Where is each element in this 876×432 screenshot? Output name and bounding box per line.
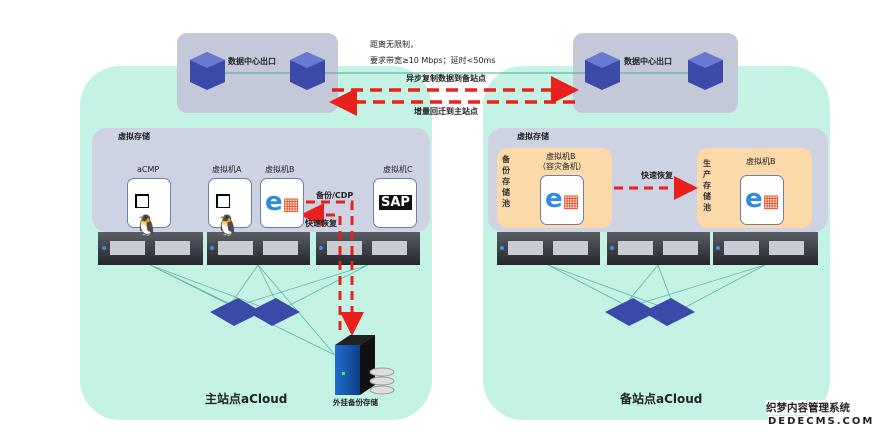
replicate-label: 异步复制数据到备站点 (406, 74, 486, 83)
watermark-line1: 织梦内容管理系统 (766, 400, 850, 415)
vm-label: 虚拟机C (383, 165, 413, 174)
network-switch-icon (210, 298, 300, 326)
windows-edge-icon: e▦ (265, 187, 300, 217)
prod-pool-label: 生产存储池 (703, 159, 711, 212)
windows-edge-icon: e▦ (745, 184, 780, 214)
link-note-1: 距离无限制， (370, 40, 418, 49)
vm-label: aCMP (137, 165, 160, 174)
linux-icon: ⧠🐧 (215, 189, 240, 237)
vm-backup-label-2: （容灾备机） (538, 162, 586, 171)
vm-c-sap-icon[interactable]: SAP (373, 178, 417, 228)
exit-label: 数据中心出口 (228, 57, 276, 66)
switch-icon (585, 52, 620, 90)
standby-storage-title: 虚拟存储 (517, 132, 549, 141)
primary-storage-title: 虚拟存储 (118, 132, 150, 141)
switch-icon (190, 52, 225, 90)
server-rack (607, 232, 710, 265)
server-rack (497, 232, 600, 265)
vm-label: 虚拟机B (265, 165, 295, 174)
standby-site-title: 备站点aCloud (620, 392, 703, 406)
switch-icon (290, 52, 325, 90)
switch-icon (688, 52, 723, 90)
standby-restore-label: 快速恢复 (641, 171, 673, 180)
server-rack (713, 232, 818, 265)
backup-cdp-path (300, 200, 364, 336)
vm-label: 虚拟机A (212, 165, 242, 174)
watermark-line2: DEDECMS.COM (768, 416, 875, 427)
vm-b-prod-windows-icon[interactable]: e▦ (740, 175, 784, 225)
return-label: 增量回迁到主站点 (414, 107, 478, 116)
vm-b-windows-icon[interactable]: e▦ (260, 178, 304, 228)
primary-site-title: 主站点aCloud (205, 392, 288, 406)
vm-acmp-linux-icon[interactable]: ⧠🐧 (127, 178, 171, 237)
external-storage-label: 外挂备份存储 (333, 398, 378, 407)
vm-b-backup-windows-icon[interactable]: e▦ (540, 175, 584, 225)
external-storage-icon (335, 335, 395, 395)
restore-label: 快速恢复 (305, 219, 337, 228)
sap-icon: SAP (379, 195, 412, 210)
server-rack (316, 232, 420, 265)
vm-a-linux-icon[interactable]: ⧠🐧 (208, 178, 252, 237)
linux-icon: ⧠🐧 (134, 189, 159, 237)
exit-label: 数据中心出口 (624, 57, 672, 66)
backup-pool-label: 备份存储池 (502, 155, 510, 208)
windows-edge-icon: e▦ (545, 184, 580, 214)
backup-cdp-label: 备份/CDP (316, 191, 354, 200)
vm-prod-label: 虚拟机B (746, 157, 776, 166)
vm-backup-label-1: 虚拟机B (546, 152, 576, 161)
server-rack (207, 232, 310, 265)
network-switch-icon (605, 298, 695, 326)
server-rack (98, 232, 203, 265)
link-note-2: 要求带宽≥10 Mbps；延时<50ms (370, 56, 496, 65)
